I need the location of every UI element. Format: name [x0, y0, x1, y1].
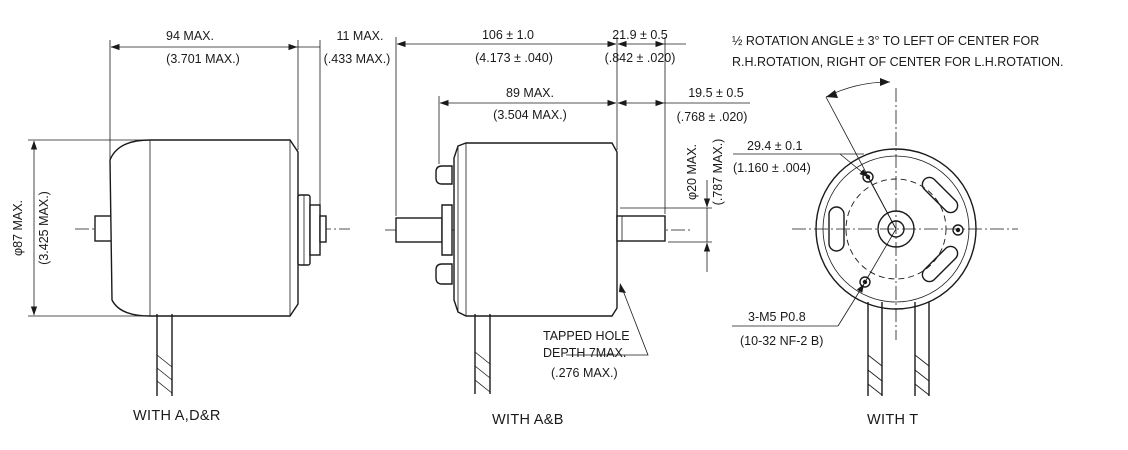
middle-lead-wires	[474, 314, 491, 394]
dim-11-value: 11 MAX.	[336, 29, 383, 43]
slot-left	[828, 206, 845, 252]
note-thread-line2: (10-32 NF-2 B)	[740, 334, 823, 348]
caption-middle: WITH A&B	[492, 412, 564, 428]
note-tapped-line1: TAPPED HOLE	[543, 329, 630, 343]
middle-rear-shaft	[395, 217, 443, 243]
note-tapped-line2: DEPTH 7MAX.	[543, 346, 626, 360]
view-with-a-b: 106 ± 1.0 (4.173 ± .040) 21.9 ± 0.5 (.84…	[385, 28, 750, 428]
dim-phi20-value: φ20 MAX.	[685, 144, 699, 200]
end-plate-outer	[815, 148, 977, 310]
slot-upper-right	[921, 176, 959, 214]
note-rotation-line1: ½ ROTATION ANGLE ± 3° TO LEFT OF CENTER …	[732, 34, 1039, 48]
middle-front-shaft	[616, 215, 666, 242]
note-tapped-line3: (.276 MAX.)	[551, 366, 618, 380]
view-with-a-d-r: 94 MAX. (3.701 MAX.) 11 MAX. (.433 MAX.)…	[11, 29, 390, 424]
hub-inner	[887, 220, 905, 238]
note-thread-line1: 3-M5 P0.8	[748, 310, 806, 324]
dim-89-value: 89 MAX.	[506, 86, 554, 100]
dim-29-4-inch: (1.160 ± .004)	[733, 161, 811, 175]
dim-106-value: 106 ± 1.0	[482, 28, 534, 42]
slot-lower-right	[921, 245, 959, 283]
dim-94-value: 94 MAX.	[166, 29, 214, 43]
dim-21-9-inch: (.842 ± .020)	[605, 51, 676, 65]
note-rotation-line2: R.H.ROTATION, RIGHT OF CENTER FOR L.H.RO…	[732, 55, 1063, 69]
dim-29-4-value: 29.4 ± 0.1	[747, 139, 803, 153]
dim-19-5-value: 19.5 ± 0.5	[688, 86, 744, 100]
dim-106-inch: (4.173 ± .040)	[475, 51, 553, 65]
dim-21-9-value: 21.9 ± 0.5	[612, 28, 668, 42]
end-plate-inner	[822, 155, 970, 303]
left-lead-wires	[156, 314, 173, 396]
dim-19-5-inch: (.768 ± .020)	[677, 110, 748, 124]
dim-89-inch: (3.504 MAX.)	[493, 108, 567, 122]
tapped-holes	[859, 171, 964, 288]
dim-87-value: φ87 MAX.	[11, 200, 25, 256]
dim-phi20-inch: (.787 MAX.)	[711, 139, 725, 206]
left-front-shaft	[319, 215, 327, 243]
middle-motor-body	[453, 142, 618, 317]
dim-87-inch: (3.425 MAX.)	[37, 191, 51, 265]
caption-right: WITH T	[867, 412, 918, 428]
caption-left: WITH A,D&R	[133, 408, 221, 424]
hub-outer	[877, 210, 915, 248]
view-with-t: 29.4 ± 0.1 (1.160 ± .004) 3-M5 P0.8 (10-…	[732, 34, 1063, 428]
left-motor-body	[109, 139, 299, 317]
right-lead-wires	[867, 302, 930, 396]
dim-94-inch: (3.701 MAX.)	[166, 52, 240, 66]
dim-11-inch: (.433 MAX.)	[324, 52, 391, 66]
